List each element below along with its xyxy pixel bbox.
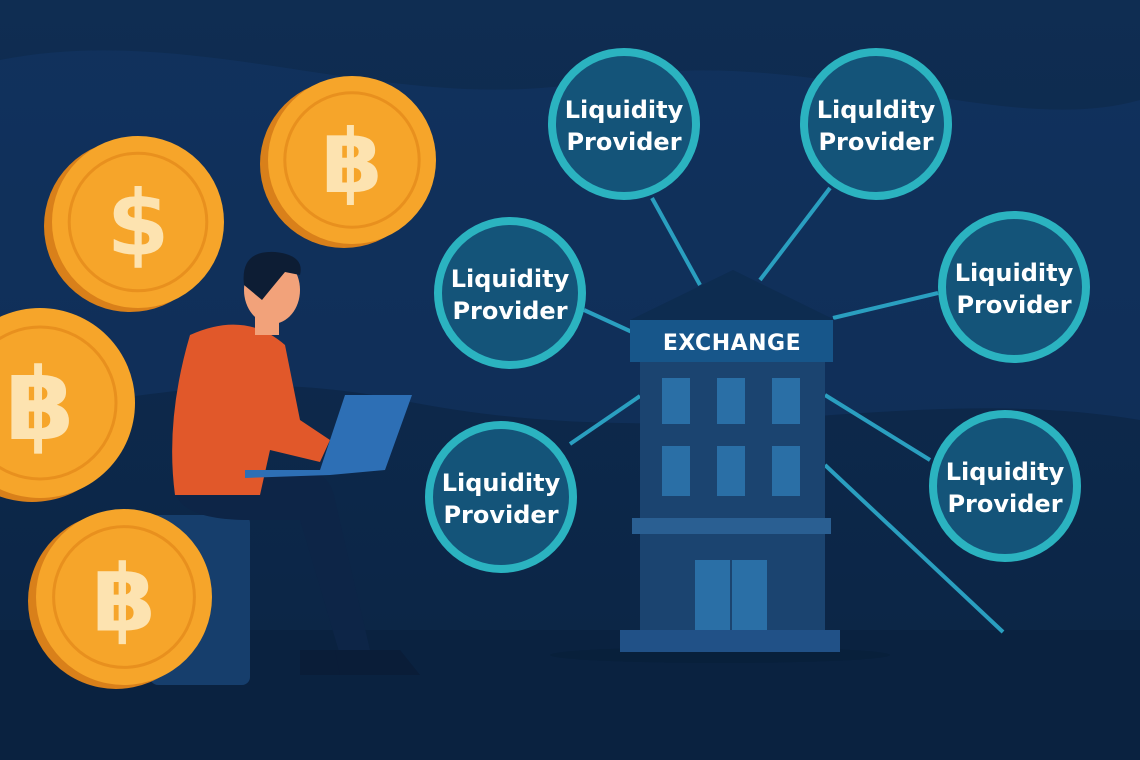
provider-circle — [938, 211, 1090, 363]
bitcoin-icon: ฿ — [321, 110, 382, 213]
provider-circle — [425, 421, 577, 573]
exchange-label: EXCHANGE — [663, 331, 801, 356]
provider-label-line1: Liquidity — [565, 96, 684, 124]
provider-label-line1: Liquidity — [442, 469, 561, 497]
shoe — [335, 650, 420, 675]
provider-circle — [548, 48, 700, 200]
bitcoin-coin: ฿ — [260, 76, 436, 248]
bitcoin-icon: ฿ — [5, 346, 74, 463]
provider-label-line1: Liquidity — [946, 458, 1065, 486]
provider-label-line2: Provider — [566, 128, 681, 156]
connector-line — [823, 463, 1005, 634]
connector-line — [823, 393, 932, 462]
building-windows — [662, 378, 800, 496]
provider-circle — [800, 48, 952, 200]
connector-line — [650, 197, 702, 286]
provider-label-line1: Liquidity — [955, 259, 1074, 287]
shirt — [172, 324, 330, 495]
connector-line — [568, 394, 642, 446]
provider-label-line2: Provider — [947, 490, 1062, 518]
provider-circle — [929, 410, 1081, 562]
bitcoin-icon: ฿ — [92, 544, 156, 652]
legs — [175, 470, 370, 655]
hair — [243, 251, 301, 300]
laptop — [245, 395, 412, 478]
dollar-icon: $ — [107, 172, 170, 277]
provider-circle — [434, 217, 586, 369]
dollar-coin: $ — [44, 136, 224, 312]
connector-line — [832, 291, 939, 320]
connector-line — [583, 308, 633, 334]
provider-label-line2: Provider — [818, 128, 933, 156]
connector-lines — [568, 186, 1005, 634]
bitcoin-coin: ฿ — [28, 509, 212, 689]
exchange-building: EXCHANGE — [620, 270, 840, 652]
provider-label-line2: Provider — [443, 501, 558, 529]
provider-label-line1: Liquidity — [451, 265, 570, 293]
provider-label-line2: Provider — [452, 297, 567, 325]
exchange-sign — [630, 320, 833, 362]
provider-label-line2: Provider — [956, 291, 1071, 319]
provider-label-line1: Liquldity — [817, 96, 936, 124]
bitcoin-coin: ฿ — [0, 308, 135, 502]
connector-line — [758, 186, 832, 282]
